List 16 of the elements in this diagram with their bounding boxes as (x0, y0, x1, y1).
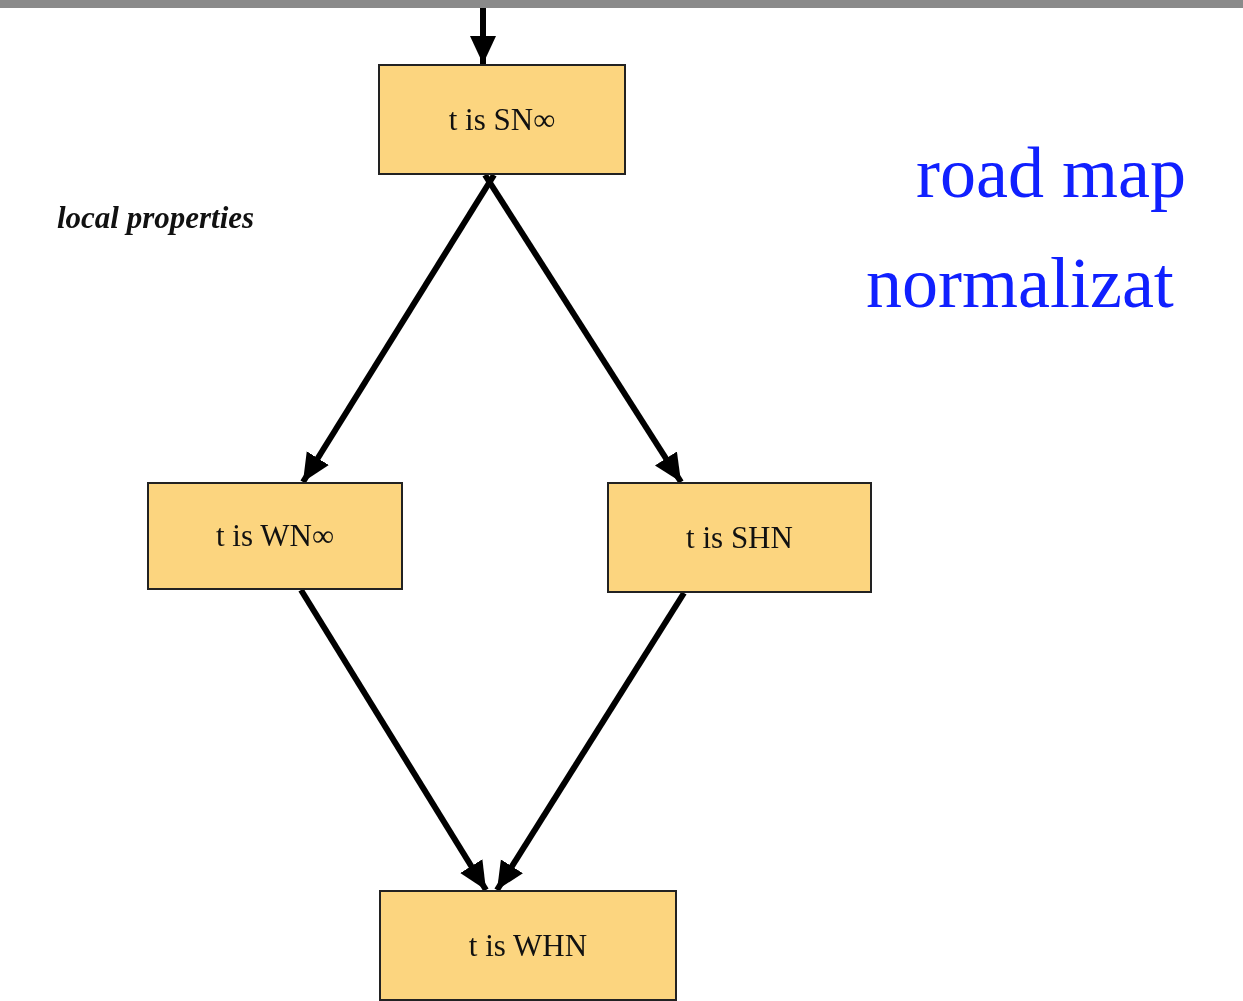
process-box (379, 890, 677, 1001)
arrow (300, 173, 497, 484)
process-box (378, 64, 626, 175)
arrow (482, 173, 684, 484)
box-label: t is WHN (468, 927, 588, 964)
box-label: t is WN∞ (216, 518, 334, 554)
process-box (147, 482, 403, 590)
arrow (298, 588, 489, 892)
box-label: t is SHN (686, 519, 793, 556)
slide-title: road map (916, 132, 1186, 215)
box-label: t is SN∞ (448, 101, 556, 138)
arrow (494, 591, 687, 892)
section-note: local properties (57, 200, 255, 236)
slide-title: normalizat (866, 242, 1174, 325)
process-box (607, 482, 872, 593)
arrow (470, 8, 496, 64)
